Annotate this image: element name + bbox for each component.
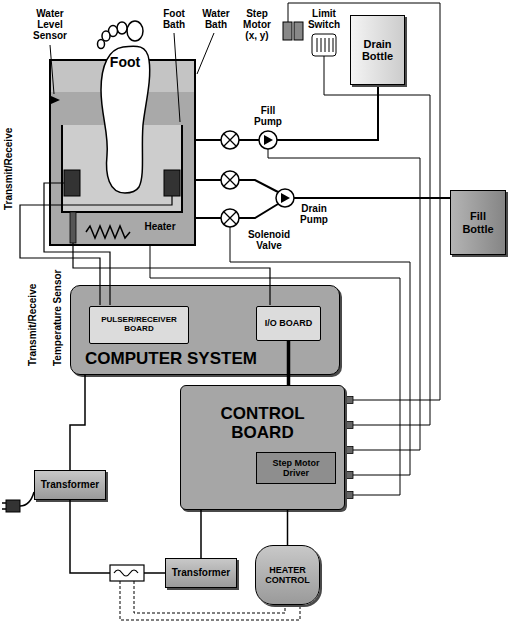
leader-line <box>197 33 214 74</box>
foot-toe <box>127 21 143 41</box>
bottle-box: Fill Bottle <box>450 190 506 255</box>
pipe <box>239 139 259 141</box>
pipe <box>195 139 221 141</box>
transducer <box>64 170 80 196</box>
board-port <box>345 422 353 429</box>
node-text: Transformer <box>172 567 230 578</box>
driver-box: Step Motor Driver <box>256 452 336 484</box>
pipe <box>277 85 378 140</box>
part-label: Step Motor (x, y) <box>236 8 278 41</box>
node-text: I/O BOARD <box>265 318 313 328</box>
connector <box>70 500 165 573</box>
part-label: Drain Pump <box>294 203 334 225</box>
valve-symbol <box>221 209 239 227</box>
part-label: Temperature Sensor <box>52 269 64 366</box>
board-box: PULSER/RECEIVER BOARD <box>89 306 189 344</box>
part-label: Water Level Sensor <box>26 8 74 41</box>
part-label-box: Limit Switch <box>303 8 345 30</box>
part-label: Transmit/Receive <box>3 128 15 210</box>
valve-symbol <box>224 212 236 224</box>
foot-toe <box>117 22 127 34</box>
pump-symbol <box>259 131 277 149</box>
power-cord <box>20 492 34 506</box>
temperature-probe <box>70 212 76 243</box>
part-label-box: Transmit/Receive <box>3 128 15 210</box>
part-label: Water Bath <box>196 8 236 30</box>
part-label-box: Foot Bath <box>156 8 192 30</box>
node-text: PULSER/RECEIVER BOARD <box>94 316 184 334</box>
part-label-box: Solenoid Valve <box>243 229 295 251</box>
node-text: Foot <box>110 55 140 71</box>
part-label-box: Temperature Sensor <box>52 269 64 366</box>
transducer <box>164 170 180 196</box>
leader-line <box>174 33 180 122</box>
board-box: I/O BOARD <box>256 306 321 341</box>
step-motor-symbol <box>294 22 303 40</box>
power-plug <box>2 503 6 509</box>
part-label-box: Fill Pump <box>250 105 286 127</box>
part-label: Heater <box>138 221 182 232</box>
node-text: Fill Bottle <box>455 210 501 235</box>
valve-symbol <box>224 134 236 146</box>
heater-control-box: HEATER CONTROL <box>255 545 320 605</box>
valve-symbol <box>224 174 236 186</box>
part-label-box: Heater <box>138 221 182 232</box>
pipe <box>195 217 221 219</box>
limit-switch-symbol <box>317 38 333 52</box>
foot-sole <box>101 46 150 193</box>
part-label: Transmit/Receive <box>27 284 39 366</box>
pipe <box>239 204 278 218</box>
bottle-box: Drain Bottle <box>350 15 405 85</box>
fuse-symbol <box>110 565 144 581</box>
leader-line <box>50 45 54 94</box>
part-label-box: Water Level Sensor <box>26 8 74 41</box>
node-text: Drain Bottle <box>355 38 400 63</box>
part-label: Solenoid Valve <box>243 229 295 251</box>
board-port <box>345 492 353 499</box>
node-text: CONTROL BOARD <box>191 404 334 442</box>
part-label: Limit Switch <box>303 8 345 30</box>
control-wire <box>324 56 430 425</box>
connector <box>70 375 85 470</box>
board-port <box>345 447 353 454</box>
power-plug <box>6 500 20 512</box>
pump-symbol <box>281 193 290 203</box>
pipe <box>239 180 278 192</box>
valve-symbol <box>221 171 239 189</box>
fuse-symbol <box>114 570 138 576</box>
control-box: CONTROL BOARD Step Motor Driver <box>180 385 345 510</box>
part-label: Fill Pump <box>250 105 286 127</box>
part-label: Foot Bath <box>156 8 192 30</box>
transformer-box: Transformer <box>165 558 237 588</box>
board-port <box>345 472 353 479</box>
water-level-sensor <box>51 96 60 104</box>
node-text: Transformer <box>41 479 99 490</box>
board-port <box>345 397 353 404</box>
step-motor-symbol <box>283 22 292 40</box>
node-text: Step Motor Driver <box>261 458 331 478</box>
node-text: COMPUTER SYSTEM <box>85 349 257 368</box>
pump-symbol <box>264 135 273 145</box>
part-label-box: Drain Pump <box>294 203 334 225</box>
part-label-box: Step Motor (x, y) <box>236 8 278 41</box>
pipe <box>294 197 450 199</box>
foot-shape: Foot <box>95 15 155 195</box>
limit-switch-symbol <box>312 34 336 56</box>
heater-coil <box>86 226 130 238</box>
part-label-box: Transmit/Receive <box>27 284 39 366</box>
pipe <box>195 179 221 181</box>
foot-toe <box>98 40 105 49</box>
connector <box>287 510 289 545</box>
foot-outline <box>95 15 155 195</box>
node-text: HEATER CONTROL <box>260 565 315 585</box>
pump-symbol <box>276 189 294 207</box>
part-label-box: Water Bath <box>196 8 236 30</box>
connector <box>200 510 202 558</box>
valve-symbol <box>221 131 239 149</box>
connector <box>287 341 291 385</box>
transformer-box: Transformer <box>34 470 106 500</box>
